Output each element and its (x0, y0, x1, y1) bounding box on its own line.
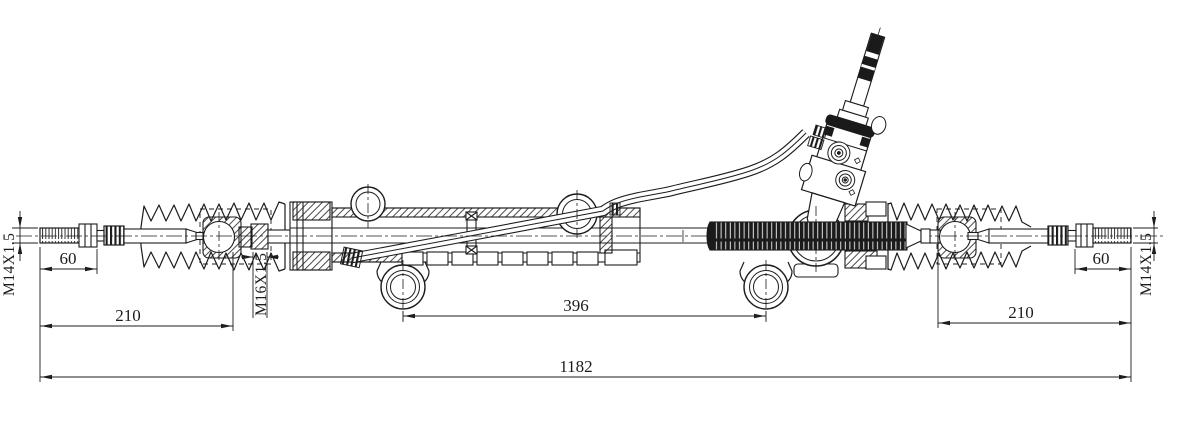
lower-rail (401, 249, 638, 266)
left-threaded-stud (39, 227, 81, 244)
dim-text-m16: M16X1.5 (253, 253, 270, 316)
dim-text-60-left: 60 (60, 249, 77, 268)
pipe-clamp (609, 202, 621, 216)
left-lock-nut (78, 223, 98, 248)
dimension-arrowheads (17, 217, 1157, 380)
input-shaft-spline-top (866, 32, 885, 55)
housing-right-end-cap (844, 201, 887, 270)
left-tie-rod (39, 223, 206, 248)
dim-text-210-right: 210 (1008, 303, 1034, 322)
pipe-union-fitting-a (812, 124, 829, 139)
left-boot-clamp-grooves (103, 225, 125, 246)
piston (599, 216, 613, 254)
pipe-end-fittings (339, 246, 364, 269)
dim-text-210-left: 210 (115, 306, 141, 325)
dim-text-m14-left: M14X1.5 (1, 233, 18, 296)
right-tie-rod (967, 223, 1132, 248)
hydraulic-pipes (339, 129, 810, 269)
right-lock-nut (1075, 223, 1094, 248)
left-ball-joint (202, 216, 295, 259)
dim-text-60-right: 60 (1093, 249, 1110, 268)
valve-port-b (835, 170, 856, 191)
dim-text-396: 396 (563, 296, 589, 315)
valve-assembly (798, 27, 887, 243)
right-threaded-stud (1092, 227, 1132, 244)
dim-text-1182: 1182 (559, 357, 592, 376)
rack-teeth-section (706, 221, 931, 251)
rack-end-joint-thread (250, 223, 269, 250)
valve-port-a (827, 141, 851, 165)
dim-text-m14-right: M14X1.5 (1138, 233, 1155, 296)
pipe-union-fitting-b (807, 135, 825, 151)
right-boot-clamp-grooves (1047, 225, 1069, 246)
